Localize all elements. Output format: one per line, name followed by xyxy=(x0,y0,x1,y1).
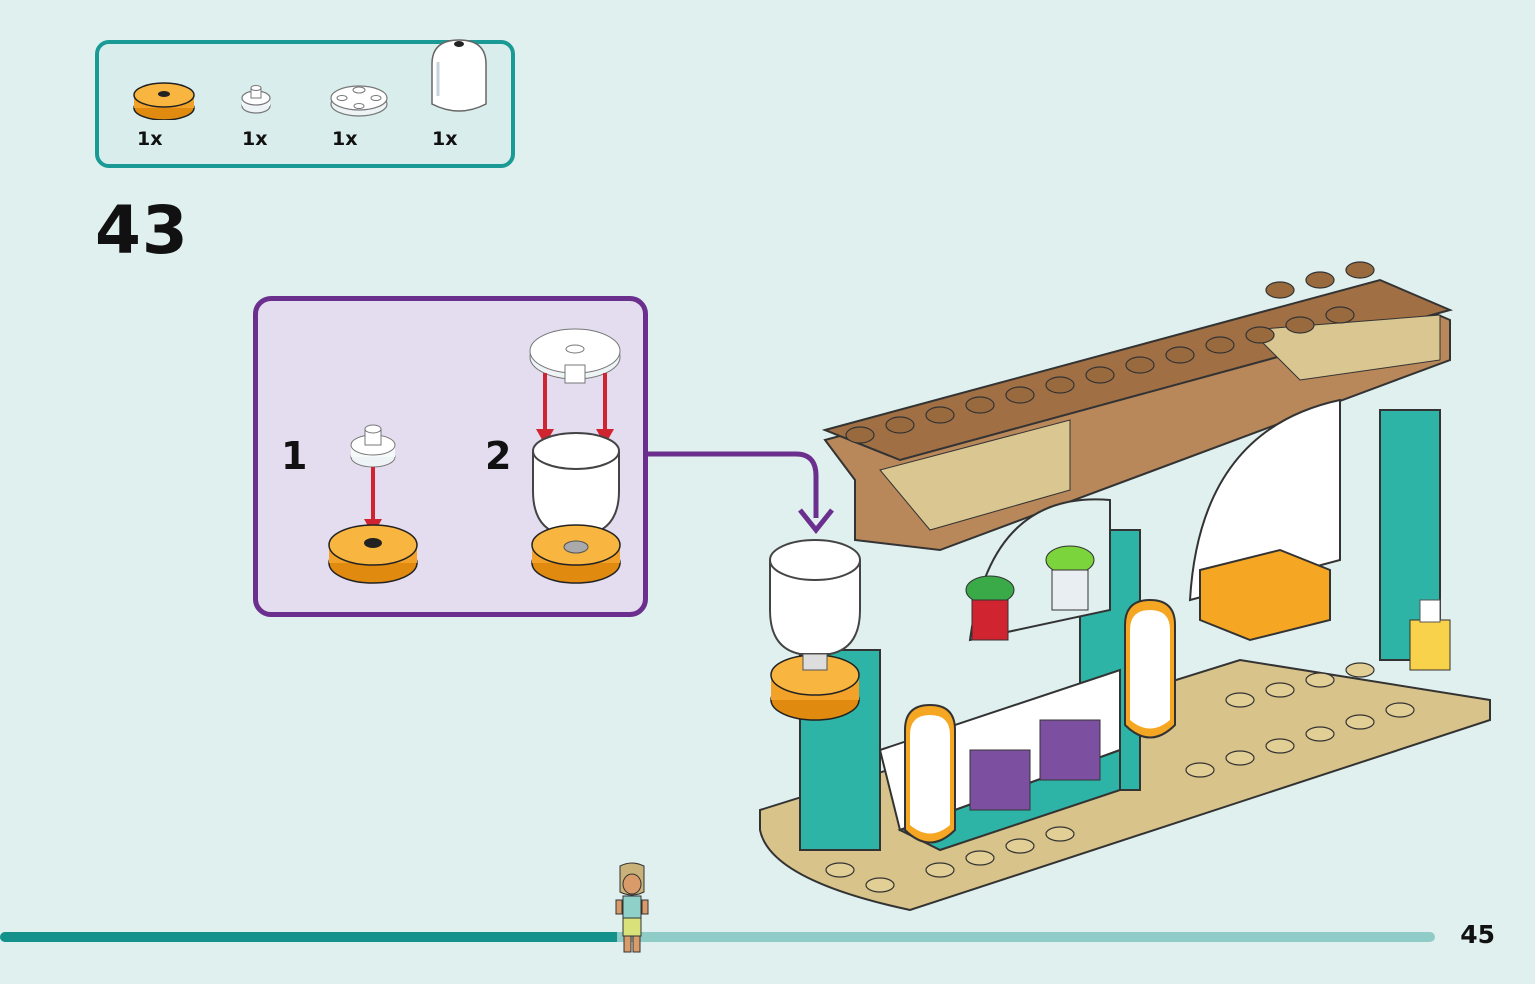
parts-list: 1x 1x 1x 1x xyxy=(95,39,515,168)
clear-dish-icon xyxy=(330,85,388,117)
callout-arrow xyxy=(646,451,834,535)
orange-round-tile-icon xyxy=(133,82,195,120)
page-number: 45 xyxy=(1460,920,1495,949)
minifigure-icon xyxy=(615,862,649,953)
step-number: 43 xyxy=(95,192,189,269)
part-qty: 1x xyxy=(137,128,163,150)
substep-1-assembly xyxy=(328,424,418,584)
clear-round-plate-icon xyxy=(241,85,271,114)
progress-track xyxy=(0,932,1435,942)
part-orange-tile: 1x xyxy=(129,40,219,150)
part-qty: 1x xyxy=(332,128,358,150)
model-illustration xyxy=(759,261,1491,912)
substep-label-2: 2 xyxy=(485,434,512,478)
substep-callout: 1 2 xyxy=(253,296,648,617)
substep-2-assembly xyxy=(529,328,621,584)
substep-label-1: 1 xyxy=(281,434,308,478)
part-qty: 1x xyxy=(432,128,458,150)
substep-illustration xyxy=(328,328,621,584)
part-qty: 1x xyxy=(242,128,268,150)
clear-dome-icon xyxy=(431,39,487,112)
progress-fill xyxy=(0,932,618,942)
part-clear-dome: 1x xyxy=(424,39,514,150)
part-clear-dish: 1x xyxy=(324,40,414,150)
part-clear-round-plate: 1x xyxy=(234,40,324,150)
blender-new-build xyxy=(769,539,861,721)
